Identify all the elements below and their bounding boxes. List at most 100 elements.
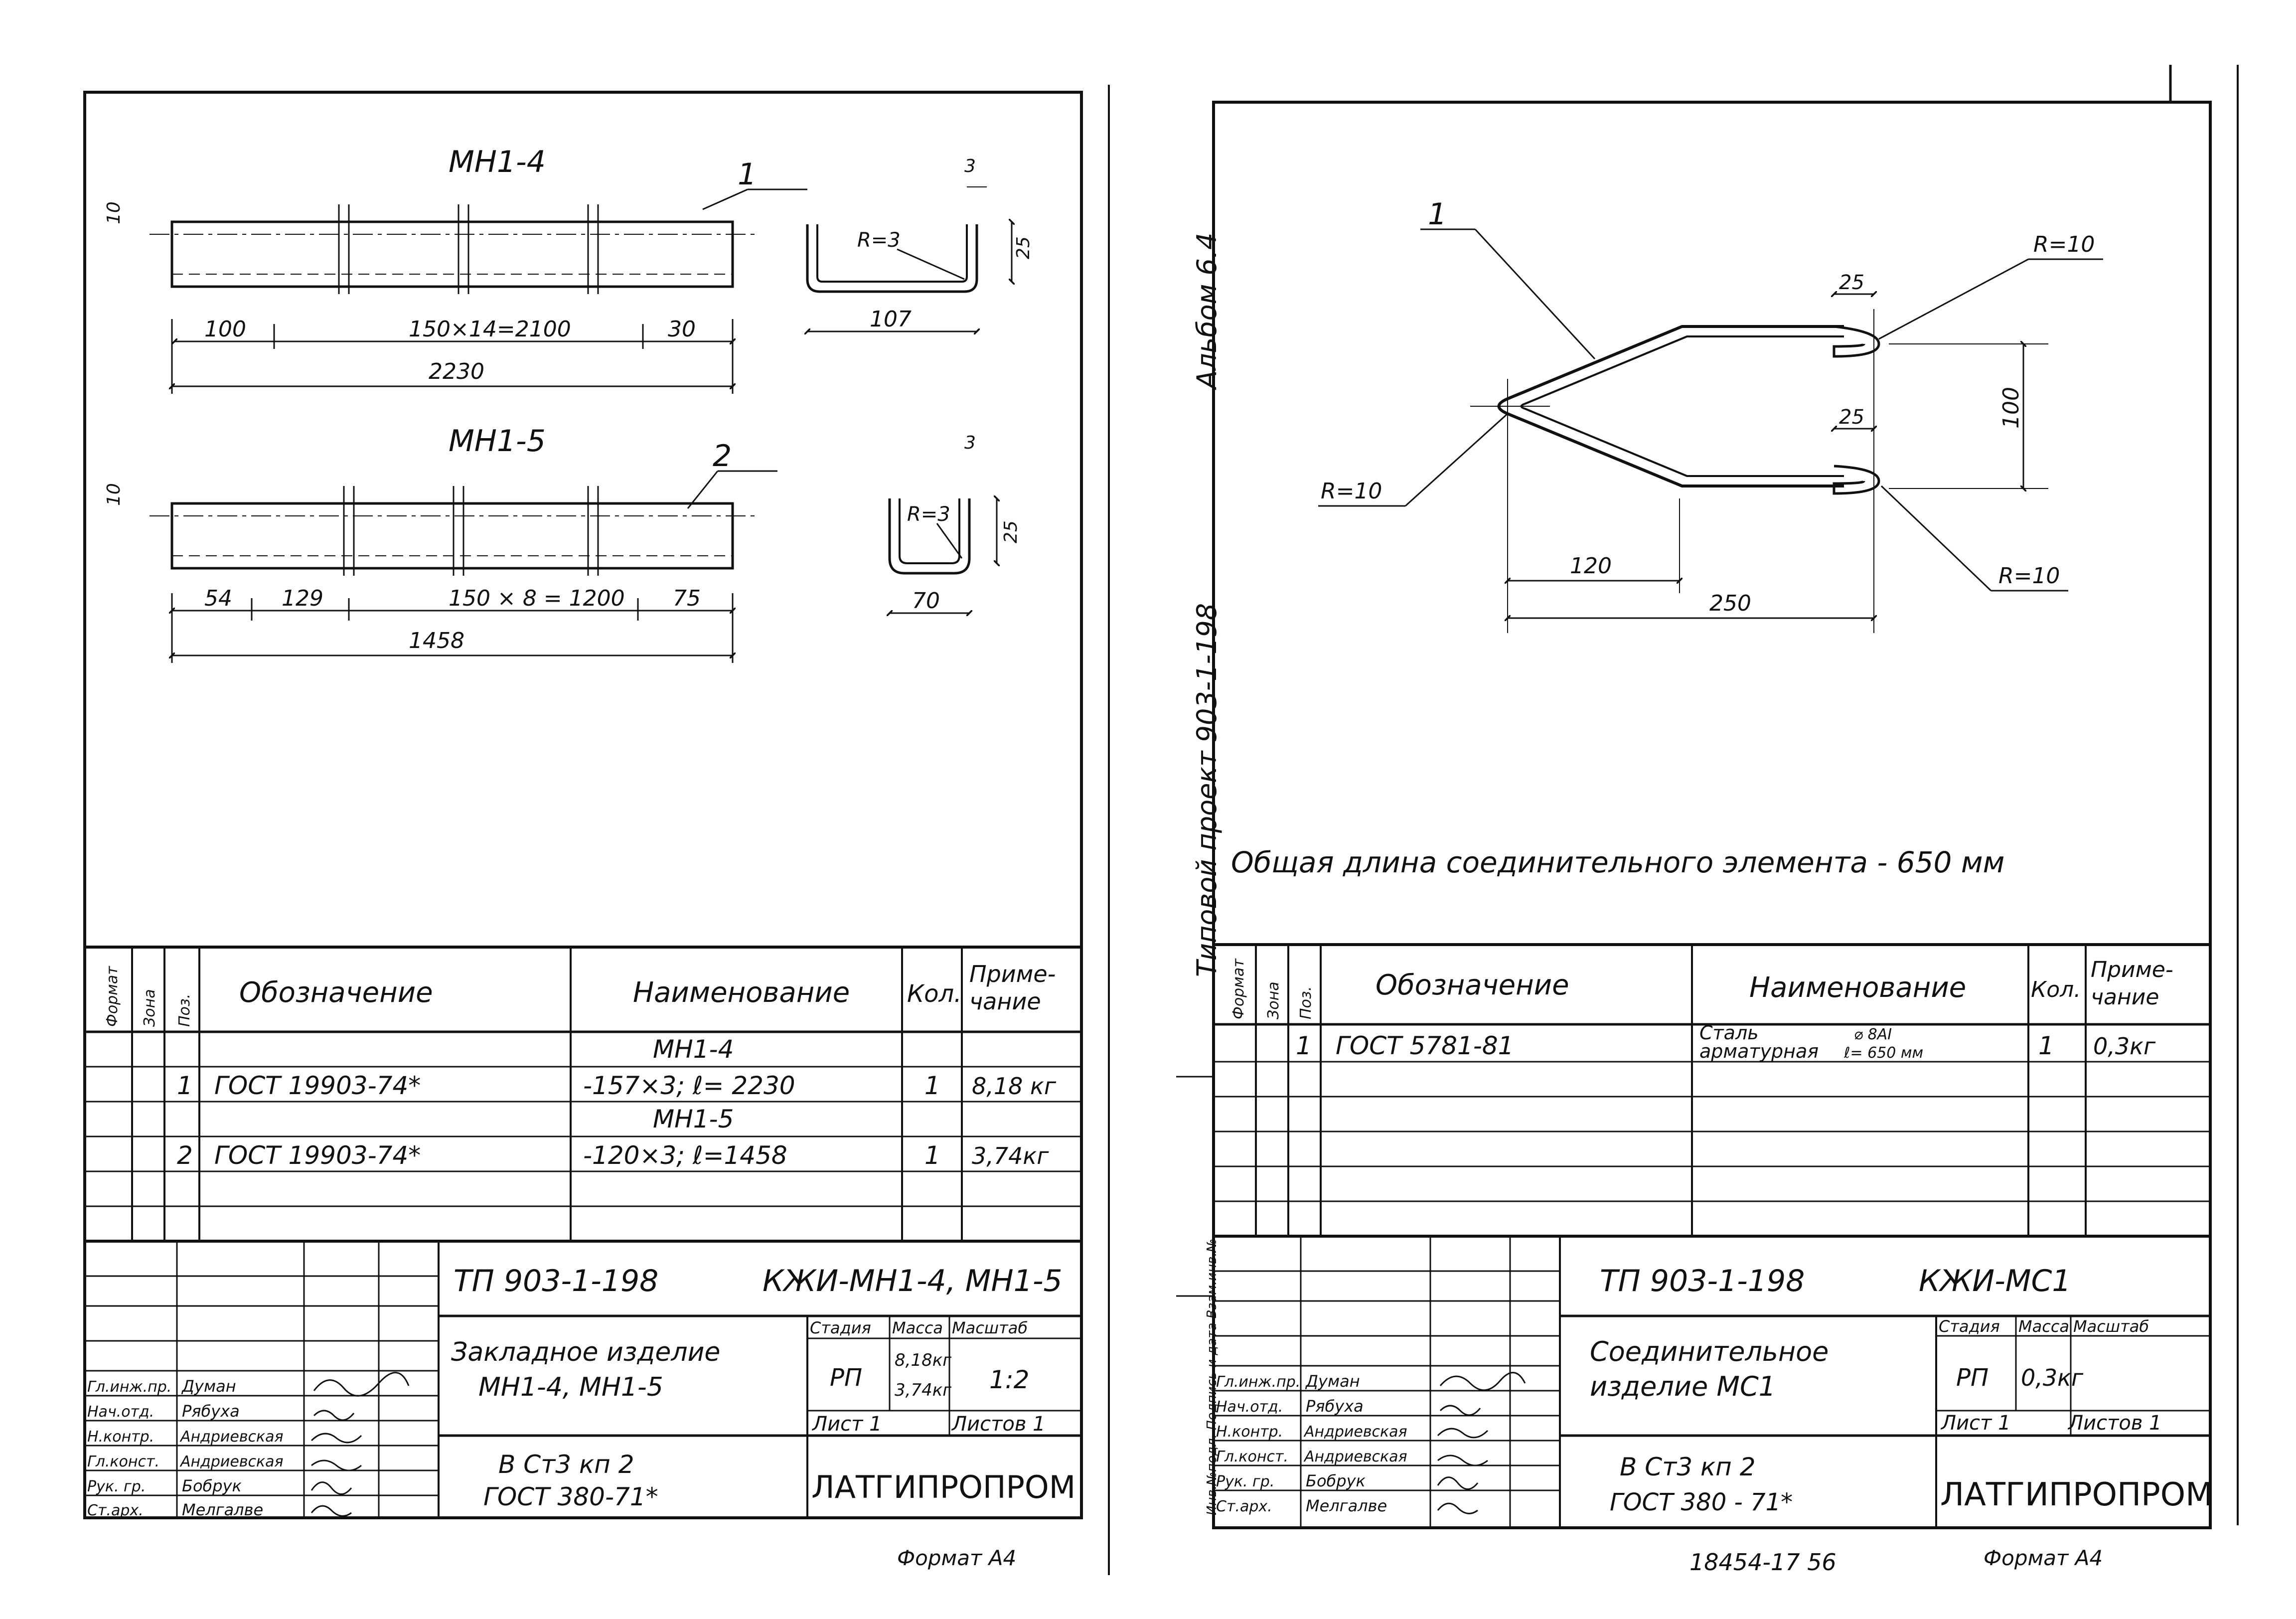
row-r1-pos: 1: [1296, 1031, 1312, 1060]
radius-r3: R=3: [857, 229, 901, 252]
signature-r-5: [1437, 1476, 1479, 1490]
row-r1-name-c: ⌀ 8АI: [1854, 1026, 1892, 1043]
role-r-6: Ст.арх.: [1216, 1498, 1272, 1515]
dim-70: 70: [912, 588, 940, 614]
person-2: Рябуха: [182, 1402, 240, 1421]
role-5: Рук. гр.: [87, 1478, 146, 1495]
signature-r-4: [1437, 1455, 1488, 1466]
position-1-label: 1: [738, 157, 757, 192]
col-qty: Кол.: [907, 980, 961, 1008]
product-name-r-1: Соединительное: [1590, 1336, 1829, 1367]
dim-10-b: 10: [104, 483, 124, 506]
radius-r3-b: R=3: [907, 503, 950, 526]
mass-value-2: 3,74кг: [895, 1380, 952, 1400]
organization: ЛАТГИПРОПРОМ: [811, 1469, 1075, 1505]
format-label-r: Формат А4: [1984, 1546, 2103, 1570]
dim-1458: 1458: [409, 628, 464, 653]
col-designation-r: Обозначение: [1376, 969, 1569, 1001]
drawing-mark: КЖИ-МН1-4, МН1-5: [763, 1264, 1063, 1298]
rod-outer: [1497, 325, 1844, 487]
signature-1: [313, 1372, 410, 1397]
col-pos-r: Поз.: [1297, 986, 1315, 1019]
person-1: Думан: [181, 1377, 236, 1396]
position-1-label-right: 1: [1428, 197, 1447, 232]
sheet-label: Лист 1: [811, 1413, 882, 1436]
mass-value-r: 0,3кг: [2021, 1364, 2084, 1391]
drawing-mark-r: КЖИ-МС1: [1919, 1264, 2071, 1298]
row-3-note: 3,74кг: [972, 1142, 1049, 1169]
row-1-qty: 1: [924, 1071, 940, 1100]
row-r1-note: 0,3кг: [2093, 1033, 2156, 1060]
organization-r: ЛАТГИПРОПРОМ: [1940, 1476, 2213, 1513]
row-3-designation: ГОСТ 19903-74*: [214, 1141, 421, 1170]
stage-header: Стадия: [810, 1318, 871, 1337]
drawing-title-mn1-5: МН1-5: [449, 424, 546, 459]
stage-value: РП: [830, 1364, 862, 1392]
row-3-qty: 1: [924, 1141, 940, 1170]
project-side-label: Типовой проект 903-1-198: [1191, 603, 1223, 977]
signature-r-2: [1439, 1405, 1481, 1416]
right-spec-table: Формат Зона Поз. Обозначение Наименовани…: [1214, 943, 2210, 1238]
right-sheet-frame: [1212, 101, 2212, 1529]
project-code: ТП 903-1-198: [454, 1264, 658, 1298]
dim-30: 30: [668, 317, 696, 342]
total-length-note: Общая длина соединительного элемента - 6…: [1231, 845, 2004, 879]
dim-3-b: 3: [964, 433, 976, 453]
row-1-designation: ГОСТ 19903-74*: [214, 1071, 421, 1100]
dim-54: 54: [204, 586, 232, 611]
dim-3: 3: [964, 156, 976, 176]
person-r-2: Рябуха: [1306, 1397, 1364, 1416]
drawing-title-mn1-4: МН1-4: [449, 145, 546, 179]
col-format-r: Формат: [1230, 958, 1247, 1019]
signature-6: [310, 1505, 352, 1517]
row-1-name: -157×3; ℓ= 2230: [583, 1071, 795, 1100]
product-name-2: МН1-4, МН1-5: [478, 1372, 663, 1402]
signature-3: [310, 1433, 362, 1444]
person-6: Мелгалве: [182, 1500, 263, 1519]
dim-129: 129: [282, 586, 323, 611]
role-3: Н.контр.: [87, 1428, 154, 1446]
col-note-2: чание: [969, 988, 1041, 1015]
dim-100: 100: [1998, 387, 2024, 429]
row-1-note: 8,18 кг: [972, 1073, 1057, 1100]
signature-r-6: [1437, 1502, 1478, 1514]
material-r-1: В Ст3 кп 2: [1620, 1453, 1756, 1481]
role-r-2: Нач.отд.: [1216, 1398, 1283, 1416]
role-6: Ст.арх.: [87, 1502, 144, 1519]
dim-25-top: 25: [1839, 271, 1864, 294]
drawing-mc1: 1 R=10 R=10 R=10 25 25 100 120 250: [1318, 197, 2103, 633]
product-name-r-2: изделие МС1: [1590, 1371, 1776, 1402]
signature-r-1: [1439, 1372, 1526, 1391]
archive-number: 18454-17 56: [1689, 1549, 1837, 1576]
col-name: Наименование: [633, 976, 850, 1009]
row-3-pos: 2: [177, 1141, 193, 1170]
col-zone-r: Зона: [1265, 981, 1282, 1019]
hook-top: [1833, 325, 1880, 358]
mass-header: Масса: [892, 1318, 943, 1337]
dim-25: 25: [1013, 236, 1034, 259]
scale-header-r: Масштаб: [2073, 1317, 2149, 1336]
col-format: Формат: [104, 966, 121, 1027]
dim-25-b: 25: [1001, 520, 1021, 543]
mass-header-r: Масса: [2018, 1317, 2069, 1336]
col-designation: Обозначение: [239, 976, 433, 1009]
row-1-pos: 1: [177, 1071, 193, 1100]
signature-5: [310, 1481, 352, 1495]
col-note-1: Приме-: [969, 961, 1056, 987]
signature-r-3: [1437, 1428, 1489, 1439]
role-1: Гл.инж.пр.: [87, 1378, 171, 1396]
album-label: Альбом 6.4: [1191, 233, 1223, 390]
col-qty-r: Кол.: [2031, 977, 2081, 1002]
dim-107: 107: [870, 307, 912, 332]
drawing-mn1-4: МН1-4 1 10 100 150×14=2100 30 2230: [104, 145, 1034, 394]
right-title-block: ТП 903-1-198 КЖИ-МС1 Соединительное изде…: [1214, 1236, 2213, 1576]
dim-250: 250: [1709, 591, 1751, 616]
col-pos: Поз.: [176, 994, 193, 1027]
row-3-name: -120×3; ℓ=1458: [583, 1141, 787, 1170]
radius-left: R=10: [1321, 479, 1382, 504]
signature-2: [313, 1410, 355, 1421]
mass-value-1: 8,18кг: [895, 1350, 952, 1370]
stage-header-r: Стадия: [1939, 1317, 2000, 1336]
left-sheet: МН1-4 1 10 100 150×14=2100 30 2230: [83, 85, 1110, 1575]
row-r1-designation: ГОСТ 5781-81: [1336, 1031, 1514, 1060]
